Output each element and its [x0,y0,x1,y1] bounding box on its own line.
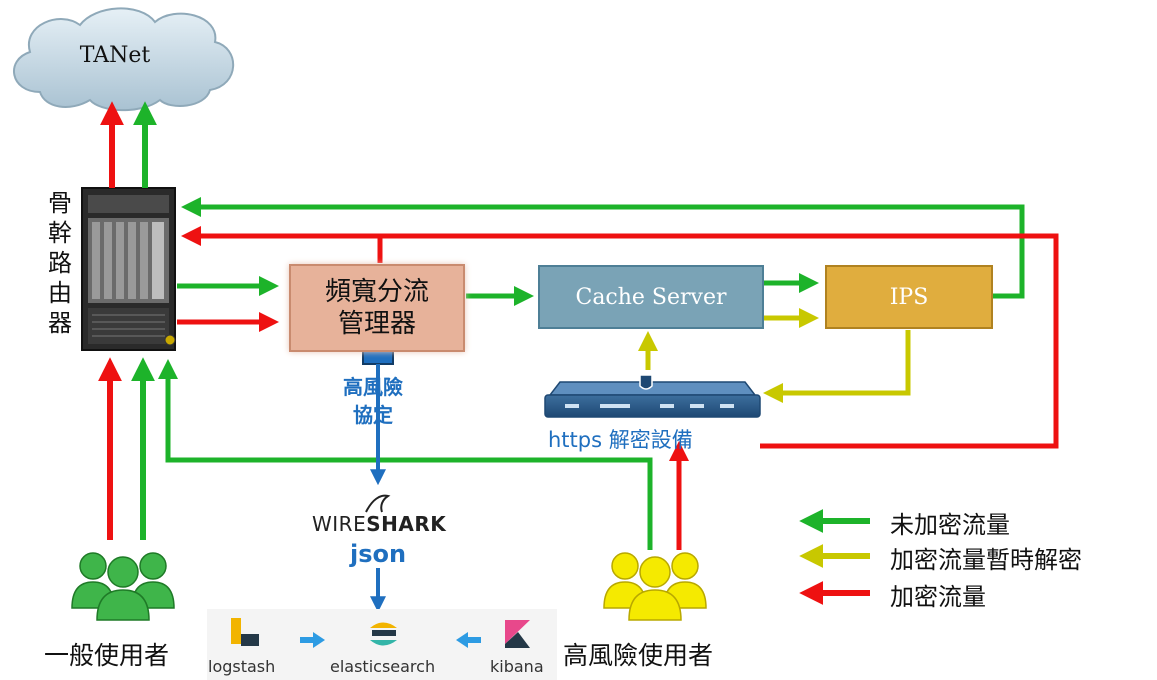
router-icon [81,187,176,351]
https-device-icon [544,374,761,418]
high-risk-users-icon [603,552,707,621]
logstash-logo-icon [231,618,259,646]
legend-unencrypted-label: 未加密流量 [890,511,1010,539]
wireshark-logo: WIRESHARK [312,512,446,536]
json-label: json [350,540,407,568]
https-device-label: https 解密設備 [548,428,693,452]
logstash-label: logstash [208,657,276,676]
ips-box: IPS [825,265,993,329]
arrow-ips-to-https-yellow [763,330,911,403]
cache-server-box: Cache Server [538,265,764,329]
wireshark-logo-plain: WIRE [312,512,367,536]
risk-protocol-label: 高風險協定 [343,375,403,427]
arrow-logstash-to-elastic-icon [300,632,325,648]
arrow-ips-to-router-green [181,197,1025,299]
arrow-kibana-to-elastic-icon [456,632,481,648]
general-users-icon [71,552,175,621]
tanet-label: TANet [79,43,151,68]
elasticsearch-label: elasticsearch [330,657,436,676]
bandwidth-manager-box: 頻寬分流管理器 [289,264,465,352]
kibana-label: kibana [490,657,544,676]
legend-temp-decrypt-label: 加密流量暫時解密 [890,546,1082,574]
high-risk-users-label: 高風險使用者 [563,641,714,670]
arrow-https-to-router-red [181,226,1059,449]
router-label: 骨幹路由器 [48,189,72,337]
general-users-label: 一般使用者 [44,641,170,670]
legend-encrypted-label: 加密流量 [890,583,986,611]
arrow-highrisk-to-router-green [158,359,653,550]
wireshark-logo-bold: SHARK [366,512,447,536]
wireshark-fin-icon [365,494,391,513]
elasticsearch-logo-icon [370,622,397,646]
kibana-logo-icon [505,620,530,648]
